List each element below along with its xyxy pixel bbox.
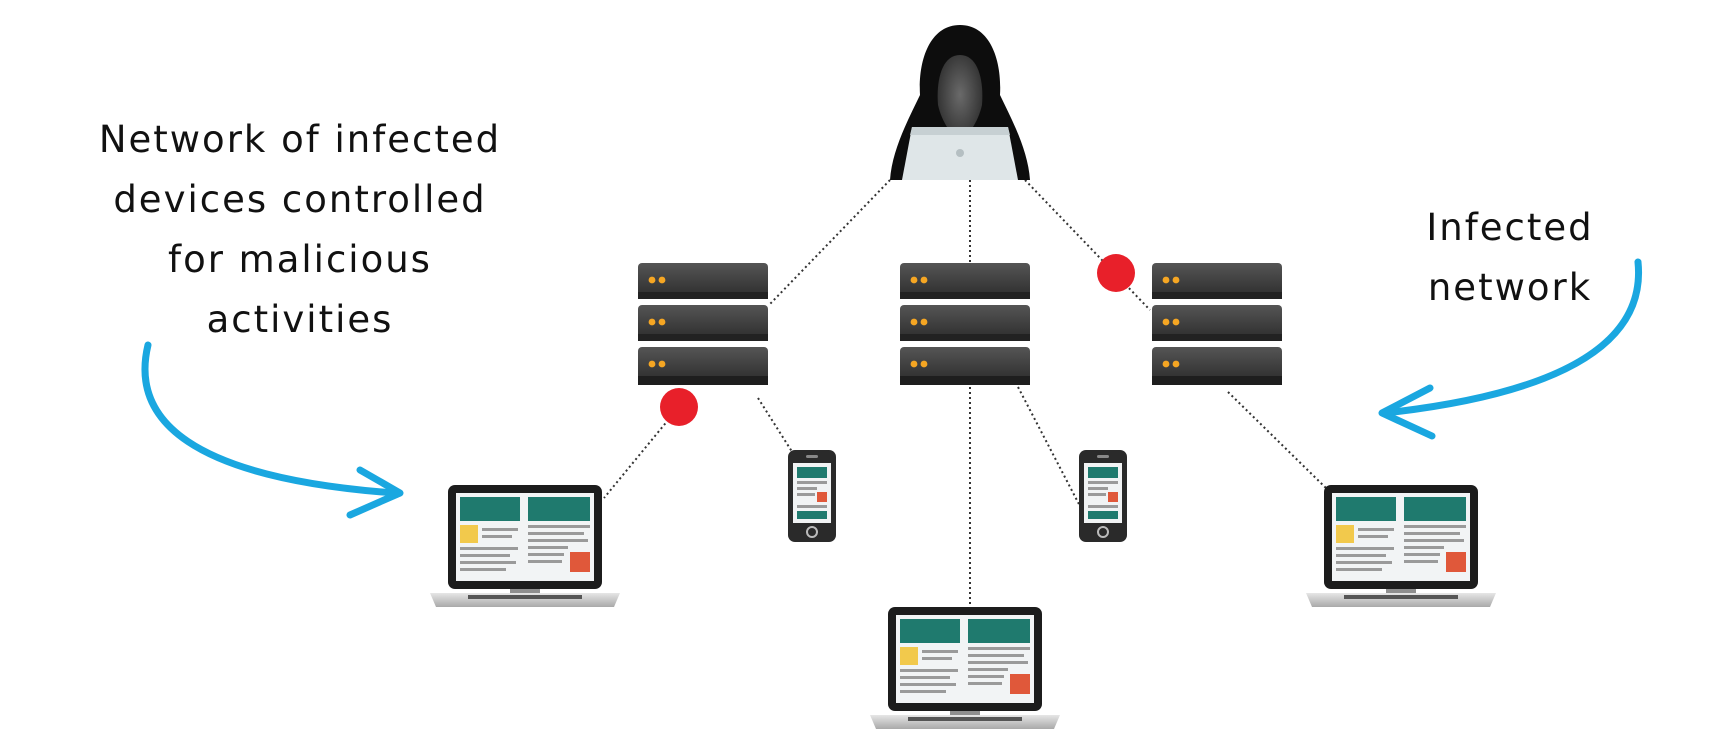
server-rack-icon bbox=[900, 263, 1030, 385]
server-rack-icon bbox=[638, 263, 768, 385]
annotation-left: Network of infected devices controlled f… bbox=[40, 110, 560, 350]
infection-dot-icon bbox=[1097, 254, 1135, 292]
link-server-center-phone-right bbox=[1017, 386, 1083, 511]
curved-arrow-icon bbox=[141, 341, 404, 519]
annotation-right: Infected network bbox=[1360, 198, 1660, 318]
curved-arrow-icon bbox=[1378, 258, 1642, 440]
link-hacker-server-left bbox=[769, 179, 891, 305]
link-hacker-server-right bbox=[1024, 179, 1151, 311]
annotation-left-line: Network of infected bbox=[98, 118, 502, 161]
annotation-right-line: Infected bbox=[1426, 206, 1594, 249]
annotation-left-line: for malicious bbox=[168, 238, 432, 281]
laptop-icon bbox=[870, 607, 1060, 729]
laptop-icon bbox=[1306, 485, 1496, 607]
smartphone-icon bbox=[788, 450, 836, 542]
link-server-right-laptop-right bbox=[1227, 391, 1329, 491]
annotation-left-line: activities bbox=[206, 298, 394, 341]
smartphone-icon bbox=[1079, 450, 1127, 542]
annotation-left-line: devices controlled bbox=[113, 178, 487, 221]
connection-lines bbox=[603, 179, 1329, 605]
link-server-left-phone-left bbox=[757, 397, 797, 459]
infection-dot-icon bbox=[660, 388, 698, 426]
laptop-icon bbox=[430, 485, 620, 607]
hooded-hacker-icon bbox=[890, 25, 1030, 180]
annotation-right-line: network bbox=[1427, 266, 1593, 309]
server-rack-icon bbox=[1152, 263, 1282, 385]
